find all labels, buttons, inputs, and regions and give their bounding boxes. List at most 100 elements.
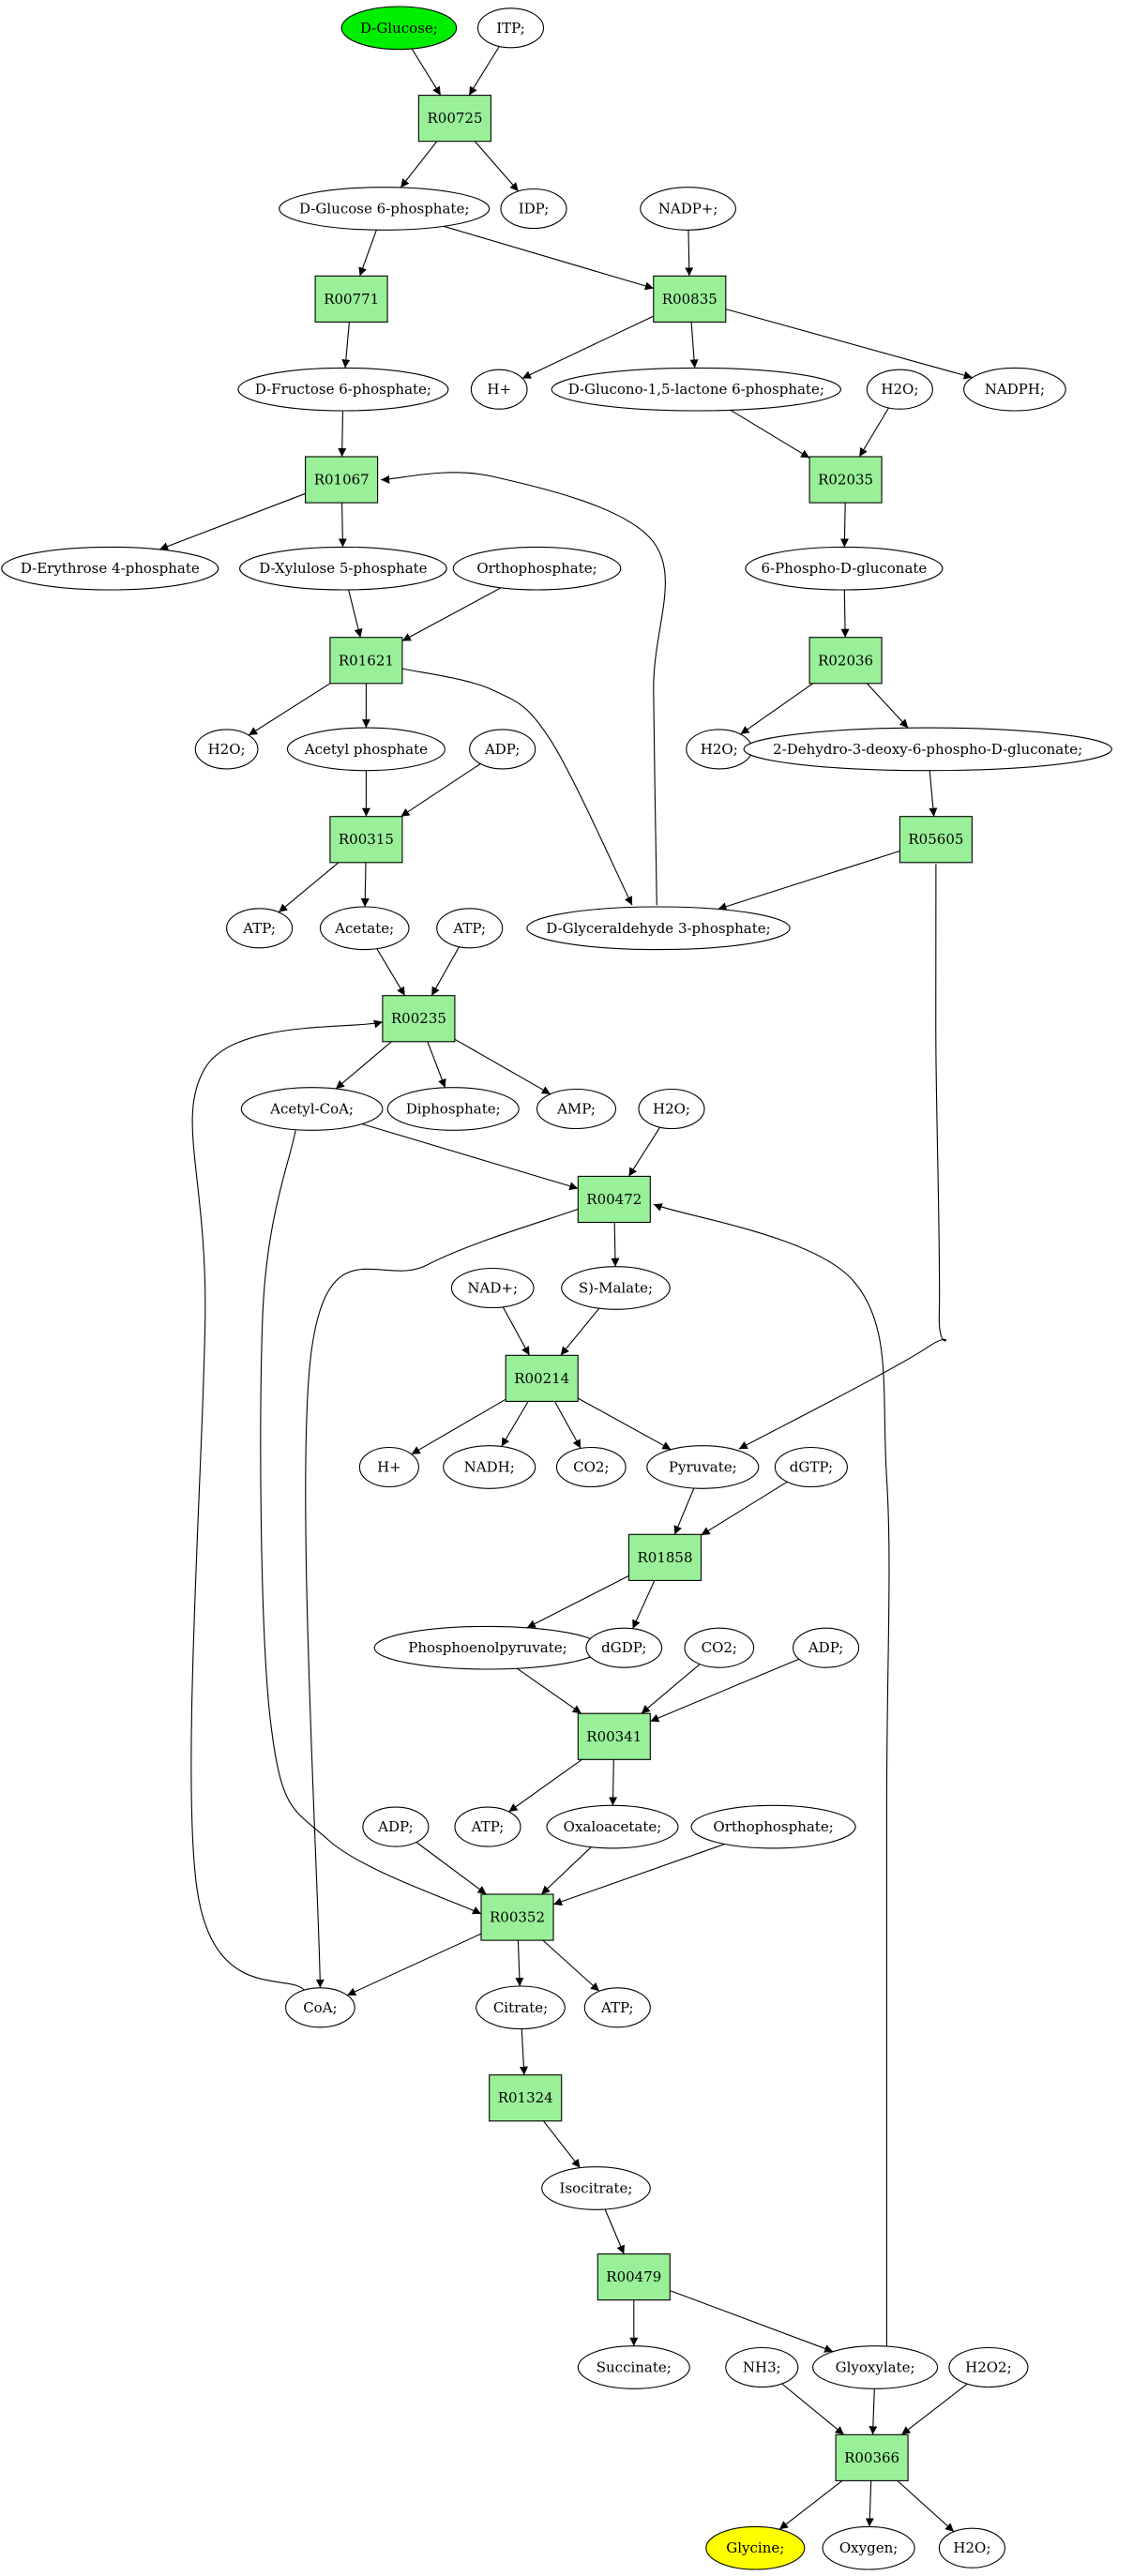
edge-r00835-to-nadph [725, 309, 973, 380]
metabolite-node-ppi: Diphosphate; [386, 1087, 520, 1131]
reaction-node-r00835: R00835 [653, 275, 727, 323]
node-label: Orthophosphate; [713, 1818, 833, 1835]
node-label: ATP; [452, 920, 486, 937]
edge-r00472-to-coa [305, 1208, 579, 1988]
edge-r00214-to-co2a [553, 1401, 582, 1449]
node-label: Phosphoenolpyruvate; [408, 1639, 566, 1656]
edge-nh3-to-r00366 [781, 2383, 845, 2435]
edge-adp2-to-r00341 [650, 1658, 800, 1723]
metabolite-ellipse [358, 1446, 419, 1488]
node-label: 2-Dehydro-3-deoxy-6-phospho-D-gluconate; [773, 741, 1082, 758]
metabolite-ellipse [774, 1446, 848, 1488]
metabolite-ellipse [226, 908, 294, 949]
metabolite-ellipse [725, 2346, 799, 2388]
metabolite-node-coa: CoA; [285, 1987, 355, 2028]
node-label: R02035 [818, 472, 873, 489]
node-label: CoA; [303, 1999, 337, 2016]
node-label: R01324 [498, 2089, 553, 2106]
metabolite-ellipse [948, 2346, 1029, 2388]
reaction-node-r00479: R00479 [597, 2253, 671, 2301]
node-label: H2O; [653, 1101, 690, 1118]
metabolite-node-nadph: NADPH; [963, 367, 1066, 412]
metabolite-node-dglucose: D-Glucose; [340, 6, 458, 51]
metabolite-node-h2o_d: H2O; [638, 1088, 705, 1130]
metabolite-ellipse [585, 1627, 663, 1668]
reaction-node-r00366: R00366 [835, 2433, 909, 2481]
edge-g6p-to-r00771 [358, 230, 377, 277]
metabolite-ellipse [340, 6, 458, 51]
node-label: Acetate; [334, 920, 394, 937]
metabolite-node-co2b: CO2; [684, 1627, 755, 1668]
metabolite-ellipse [240, 1087, 384, 1131]
edge-g6p-to-r00835 [443, 225, 654, 291]
metabolite-ellipse [866, 369, 933, 410]
node-label: R00479 [606, 2268, 661, 2285]
node-label: H2O; [953, 2539, 990, 2556]
metabolite-node-acp: Acetyl phosphate [286, 727, 446, 772]
edge-r00214-to-hplus2 [411, 1398, 506, 1455]
metabolite-node-pi2: Orthophosphate; [690, 1804, 856, 1849]
edge-r00315-to-acetate [360, 862, 370, 908]
metabolite-node-isocitrate: Isocitrate; [541, 2166, 651, 2210]
metabolite-ellipse [743, 727, 1112, 772]
node-label: D-Glucono-1,5-lactone 6-phosphate; [568, 381, 824, 398]
edge-isocitrate-to-r00479 [604, 2208, 625, 2254]
reaction-node-r01324: R01324 [489, 2074, 563, 2122]
edge-r00352-to-atp4 [542, 1939, 600, 1992]
edge-r00835-to-glucono [689, 322, 699, 369]
edge-pi2-to-r00352 [552, 1843, 725, 1906]
edge-r00235-to-ppi [427, 1041, 446, 1089]
metabolite-node-h2o_e: H2O; [938, 2527, 1005, 2568]
metabolite-node-atp1: ATP; [226, 908, 294, 949]
metabolite-ellipse [450, 1267, 535, 1309]
metabolite-ellipse [454, 1806, 521, 1847]
reaction-node-r00315: R00315 [329, 816, 403, 864]
metabolite-node-citrate: Citrate; [476, 1985, 566, 2030]
edge-r01858-to-dgdp [632, 1580, 656, 1629]
reaction-node-r00214: R00214 [505, 1354, 579, 1402]
reaction-node-r00725: R00725 [417, 95, 491, 143]
metabolite-ellipse [1, 546, 219, 591]
edge-pep-to-r00341 [516, 1667, 582, 1714]
reaction-box [329, 816, 403, 864]
metabolite-node-co2a: CO2; [555, 1446, 627, 1488]
metabolite-ellipse [526, 906, 791, 951]
metabolite-node-accoa: Acetyl-CoA; [240, 1087, 384, 1131]
metabolite-node-nadp: NADP+; [640, 187, 736, 231]
edge-dglucose-to-r00725 [411, 48, 442, 96]
reaction-node-r01858: R01858 [627, 1533, 702, 1581]
node-label: R05605 [908, 831, 963, 848]
node-label: 6-Phospho-D-gluconate [761, 560, 927, 577]
edge-accoa-to-r00472 [362, 1123, 579, 1191]
edge-6pg-to-r02036 [840, 589, 850, 638]
node-label: D-Glyceraldehyde 3-phosphate; [546, 920, 770, 937]
edge-accoa-to-r00352 [260, 1130, 482, 1915]
reaction-node-r00235: R00235 [382, 995, 456, 1043]
metabolite-node-6pg: 6-Phospho-D-gluconate [745, 546, 944, 591]
edge-pyruvate-to-r01858 [673, 1487, 695, 1535]
metabolite-node-adp3: ADP; [362, 1806, 430, 1847]
node-label: H+ [377, 1459, 401, 1476]
edge-r01067-to-x5p [338, 503, 347, 548]
node-label: NAD+; [467, 1280, 518, 1297]
reaction-box [505, 1354, 579, 1402]
metabolite-ellipse [546, 1804, 679, 1849]
metabolite-node-itp: ITP; [476, 8, 545, 49]
edge-r00725-to-idp [474, 141, 520, 192]
metabolite-ellipse [237, 367, 449, 412]
edge-r05605-to-gap [718, 850, 900, 911]
node-label: R00835 [662, 291, 718, 308]
edge-r00472-to-malate [611, 1222, 620, 1267]
edge-r05605-to-pyruvate [738, 864, 947, 1450]
edge-r01324-to-isocitrate [542, 2120, 581, 2169]
edge-r02036-to-h2o_c [740, 683, 814, 735]
metabolite-ellipse [476, 1985, 566, 2030]
edge-r00366-to-h2o_e [897, 2479, 955, 2533]
reaction-box [489, 2074, 563, 2122]
edge-atp2-to-r00235 [431, 946, 460, 996]
metabolite-node-glycine: Glycine; [705, 2525, 806, 2570]
reaction-box [382, 995, 456, 1043]
metabolite-node-malate: S)-Malate; [561, 1266, 671, 1310]
metabolite-node-g6p: D-Glucose 6-phosphate; [279, 187, 491, 231]
node-label: H2O; [881, 381, 918, 398]
